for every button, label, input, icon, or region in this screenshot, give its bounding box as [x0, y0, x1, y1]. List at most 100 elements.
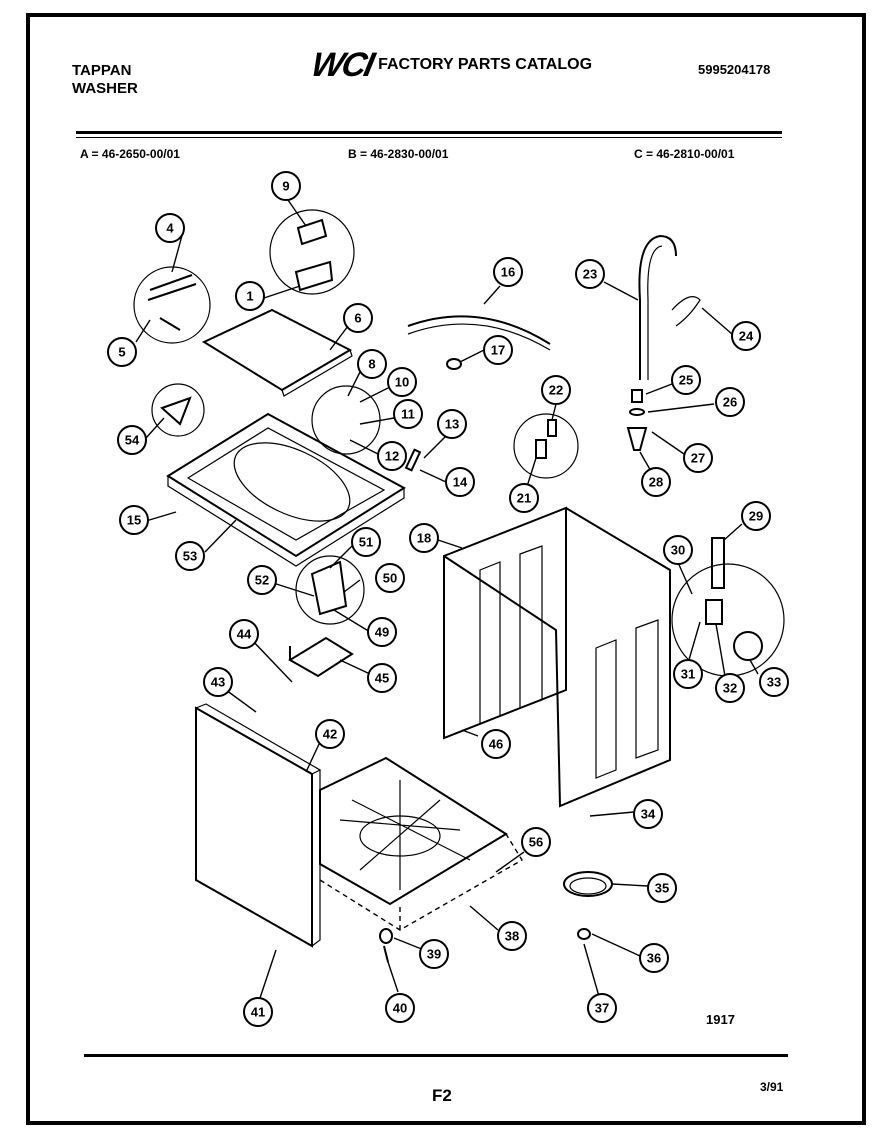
callout-12: 12: [377, 441, 407, 471]
svg-text:46: 46: [489, 737, 503, 752]
detail-circle-switch: [269, 209, 355, 295]
svg-text:42: 42: [323, 727, 337, 742]
svg-text:49: 49: [375, 625, 389, 640]
header-rule-thin: [76, 137, 782, 138]
callout-22: 22: [541, 375, 571, 405]
part-33: [733, 631, 763, 661]
svg-text:9: 9: [282, 179, 289, 194]
svg-text:45: 45: [375, 671, 389, 686]
callout-23: 23: [575, 259, 605, 289]
svg-text:35: 35: [655, 881, 669, 896]
callout-14: 14: [445, 467, 475, 497]
revision-date: 3/91: [760, 1080, 784, 1094]
rear-panel-slots: [479, 545, 543, 725]
callout-25: 25: [671, 365, 701, 395]
svg-text:39: 39: [427, 947, 441, 962]
svg-text:43: 43: [211, 675, 225, 690]
hose-16-inner: [407, 323, 551, 351]
svg-text:23: 23: [583, 267, 597, 282]
bracket-50: [310, 560, 348, 616]
callout-8: 9: [271, 171, 301, 201]
callout-52: 52: [247, 565, 277, 595]
svg-text:37: 37: [595, 1001, 609, 1016]
svg-text:22: 22: [549, 383, 563, 398]
model-c: C = 46-2810-00/01: [634, 147, 735, 161]
svg-text:24: 24: [739, 329, 754, 344]
hose-clip-24: [671, 296, 701, 327]
svg-text:34: 34: [641, 807, 656, 822]
svg-text:36: 36: [647, 951, 661, 966]
svg-text:28: 28: [649, 475, 663, 490]
model-b: B = 46-2830-00/01: [348, 147, 449, 161]
diagram-code: 1917: [706, 1012, 735, 1027]
callout-31: 31: [673, 659, 703, 689]
callout-11: 11: [393, 399, 423, 429]
callout-29: 29: [741, 501, 771, 531]
page-frame: [26, 13, 866, 1125]
callout-45: 45: [367, 663, 397, 693]
callout-28: 28: [641, 467, 671, 497]
callout-56: 56: [521, 827, 551, 857]
detail-circle-hinge: [133, 266, 211, 344]
svg-text:5: 5: [118, 345, 125, 360]
svg-text:41: 41: [251, 1005, 265, 1020]
callout-39: 39: [419, 939, 449, 969]
callout-51: 51: [351, 527, 381, 557]
ring-35-inner: [569, 877, 607, 895]
cabinet-side-panel: [443, 507, 671, 808]
svg-text:4: 4: [166, 221, 174, 236]
svg-text:1: 1: [246, 289, 253, 304]
callout-17: 17: [483, 335, 513, 365]
svg-text:18: 18: [417, 531, 431, 546]
svg-text:6: 6: [354, 311, 361, 326]
callout-32: 32: [715, 673, 745, 703]
callout-50: 50: [375, 563, 405, 593]
leader-lines: [135, 199, 759, 1005]
callout-21: 21: [509, 483, 539, 513]
cabinet-rear-panel: [443, 506, 567, 740]
svg-text:14: 14: [453, 475, 468, 490]
callout-40: 40: [385, 993, 415, 1023]
callout-34: 34: [633, 799, 663, 829]
switch-parts: [294, 218, 334, 292]
svg-text:12: 12: [385, 449, 399, 464]
svg-text:53: 53: [183, 549, 197, 564]
svg-text:44: 44: [237, 627, 252, 642]
svg-text:33: 33: [767, 675, 781, 690]
front-panel: [195, 706, 313, 948]
gasket: [160, 396, 192, 426]
base-frame: [319, 756, 508, 906]
svg-text:52: 52: [255, 573, 269, 588]
part-40: [383, 945, 389, 963]
hinge-parts: [147, 274, 197, 331]
catalog-heading: WCI FACTORY PARTS CATALOG: [308, 46, 592, 84]
drain-hose-inner: [647, 245, 663, 380]
detail-circle-gasket: [151, 383, 205, 437]
bracket-45: [288, 636, 354, 678]
callout-9: 8: [357, 349, 387, 379]
brand-line-1: TAPPAN: [72, 62, 132, 79]
callout-36: 36: [639, 943, 669, 973]
part-32: [705, 599, 723, 625]
svg-text:31: 31: [681, 667, 695, 682]
callout-49: 49: [367, 617, 397, 647]
base-ribs: [339, 780, 471, 890]
callout-13: 13: [437, 409, 467, 439]
svg-text:15: 15: [127, 513, 141, 528]
part-25: [631, 389, 643, 403]
model-a: A = 46-2650-00/01: [80, 147, 180, 161]
svg-text:13: 13: [445, 417, 459, 432]
svg-text:25: 25: [679, 373, 693, 388]
callout-1: 1: [235, 281, 265, 311]
svg-text:27: 27: [691, 451, 705, 466]
callout-4: 4: [155, 213, 185, 243]
callout-33: 33: [759, 667, 789, 697]
callout-43: 43: [203, 667, 233, 697]
lid: [201, 308, 353, 392]
svg-text:21: 21: [517, 491, 531, 506]
callout-42: 42: [315, 719, 345, 749]
footer-rule: [84, 1054, 788, 1057]
callout-30: 30: [663, 535, 693, 565]
top-cover-inner: [186, 427, 386, 541]
lid-edge: [281, 349, 353, 397]
